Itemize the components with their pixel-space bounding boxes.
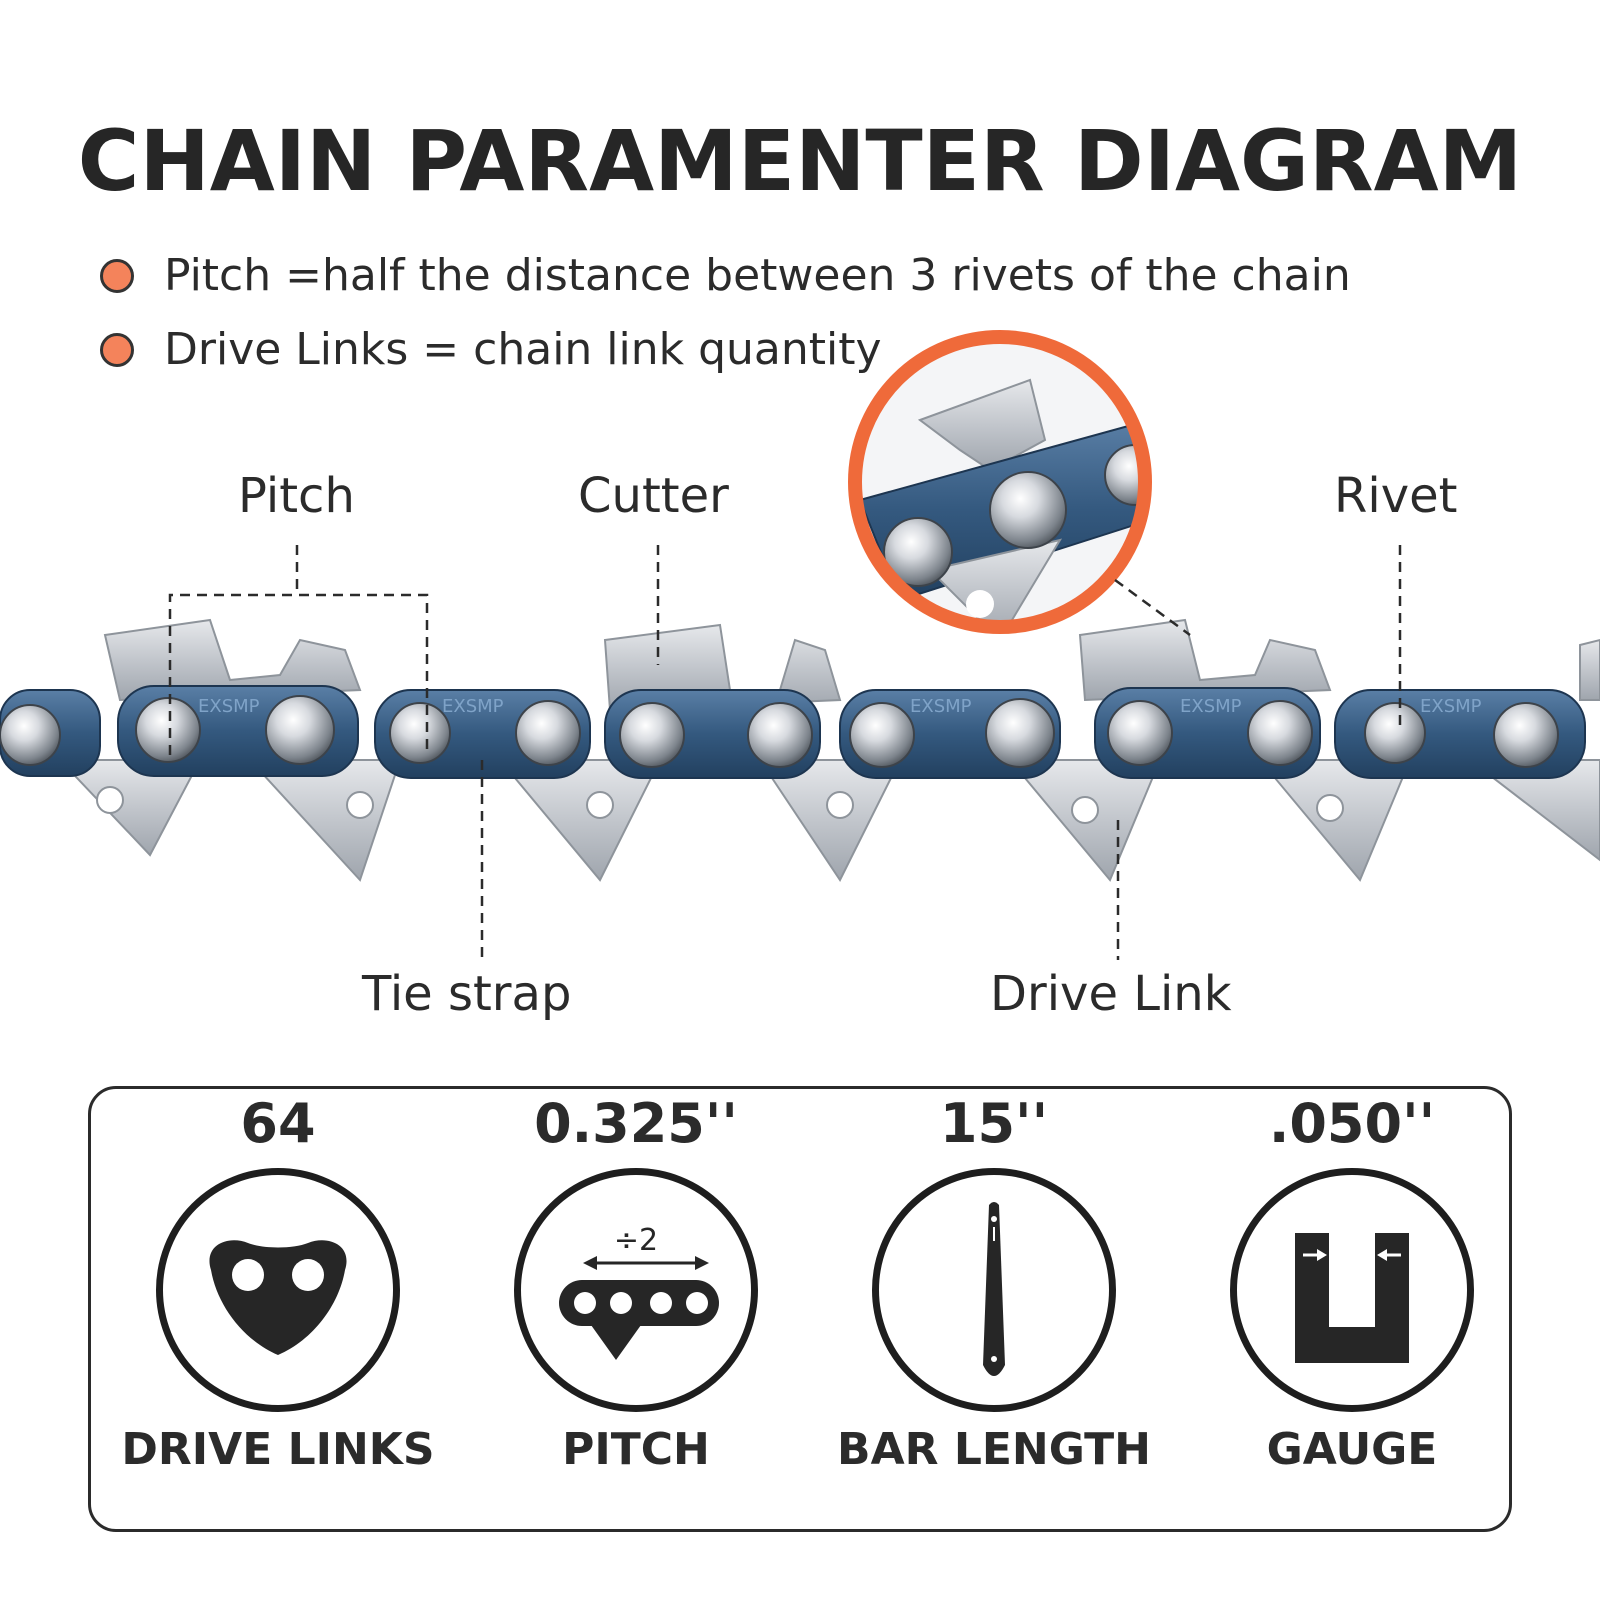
spec-circle <box>1230 1168 1474 1412</box>
spec-name: DRIVE LINKS <box>121 1424 435 1475</box>
pitch-icon: ÷2 <box>559 1223 719 1360</box>
spec-name: PITCH <box>562 1424 710 1475</box>
label-pitch: Pitch <box>238 468 355 524</box>
chain-illustration: EXSMP EXSMP EXSMP EXSMP EXSMP <box>0 330 1600 960</box>
label-tie-strap: Tie strap <box>362 966 572 1022</box>
brand-stamp: EXSMP <box>910 696 972 717</box>
zoom-inset <box>848 330 1152 634</box>
pitch-divide-label: ÷2 <box>614 1223 658 1258</box>
spec-value: 64 <box>240 1092 316 1155</box>
callout-lines <box>168 545 1402 960</box>
bullet-text: Drive Links = chain link quantity <box>164 324 882 375</box>
rivet <box>1107 700 1173 766</box>
drive-link-icon <box>209 1240 347 1355</box>
spec-name: BAR LENGTH <box>837 1424 1151 1475</box>
drive-link-hole <box>1071 796 1099 824</box>
brand-stamp: EXSMP <box>198 696 260 717</box>
rivet <box>985 698 1055 768</box>
rivet <box>135 697 201 763</box>
drive-links <box>57 759 1600 882</box>
rivet <box>1364 702 1426 764</box>
rivet <box>1247 700 1313 766</box>
spec-circle: ÷2 <box>514 1168 758 1412</box>
rivet <box>389 702 451 764</box>
spec-value: 0.325'' <box>534 1092 738 1155</box>
drive-link-hole <box>1316 794 1344 822</box>
spec-pitch: 0.325'' ÷2 PITCH <box>476 1092 796 1475</box>
zoom-ring <box>848 330 1152 634</box>
drive-link-hole <box>96 786 124 814</box>
label-drive-link: Drive Link <box>990 966 1232 1022</box>
bullet-text: Pitch =half the distance between 3 rivet… <box>164 250 1351 301</box>
spec-drive-links: 64 DRIVE LINKS <box>118 1092 438 1475</box>
rivet <box>849 702 915 768</box>
rivet <box>619 702 685 768</box>
drive-link <box>758 759 902 882</box>
page-title: CHAIN PARAMENTER DIAGRAM <box>77 112 1523 210</box>
spec-panel <box>88 1086 1512 1532</box>
spec-gauge: .050'' GAUGE <box>1192 1092 1512 1475</box>
bullet-drive-links: Drive Links = chain link quantity <box>100 324 882 375</box>
guide-bar-icon <box>983 1202 1005 1376</box>
brand-stamps: EXSMP EXSMP EXSMP EXSMP EXSMP <box>198 696 1482 717</box>
drive-link-hole <box>586 791 614 819</box>
drive-link-hole <box>826 791 854 819</box>
bullet-dot-icon <box>100 258 134 293</box>
spec-circle <box>872 1168 1116 1412</box>
cutter <box>1579 638 1600 701</box>
spec-bar-length: 15'' BAR LENGTH <box>834 1092 1154 1475</box>
pitch-bracket <box>168 593 429 755</box>
drive-link <box>247 759 402 882</box>
zoom-line <box>1114 578 1191 637</box>
drive-link-hole <box>346 791 374 819</box>
rivets <box>0 695 1559 768</box>
brand-stamp: EXSMP <box>1420 696 1482 717</box>
gauge-icon <box>1295 1233 1409 1363</box>
spec-value: .050'' <box>1268 1092 1436 1155</box>
label-rivet: Rivet <box>1334 468 1458 524</box>
spec-value: 15'' <box>939 1092 1049 1155</box>
bullet-dot-icon <box>100 332 134 367</box>
spec-name: GAUGE <box>1266 1424 1438 1475</box>
brand-stamp: EXSMP <box>1180 696 1242 717</box>
label-cutter: Cutter <box>578 468 729 524</box>
spec-circle <box>156 1168 400 1412</box>
rivet <box>265 695 335 765</box>
rivet <box>0 704 61 766</box>
rivet <box>515 700 581 766</box>
bullet-pitch: Pitch =half the distance between 3 rivet… <box>100 250 1351 301</box>
brand-stamp: EXSMP <box>442 696 504 717</box>
rivet <box>747 702 813 768</box>
rivet <box>1493 702 1559 768</box>
